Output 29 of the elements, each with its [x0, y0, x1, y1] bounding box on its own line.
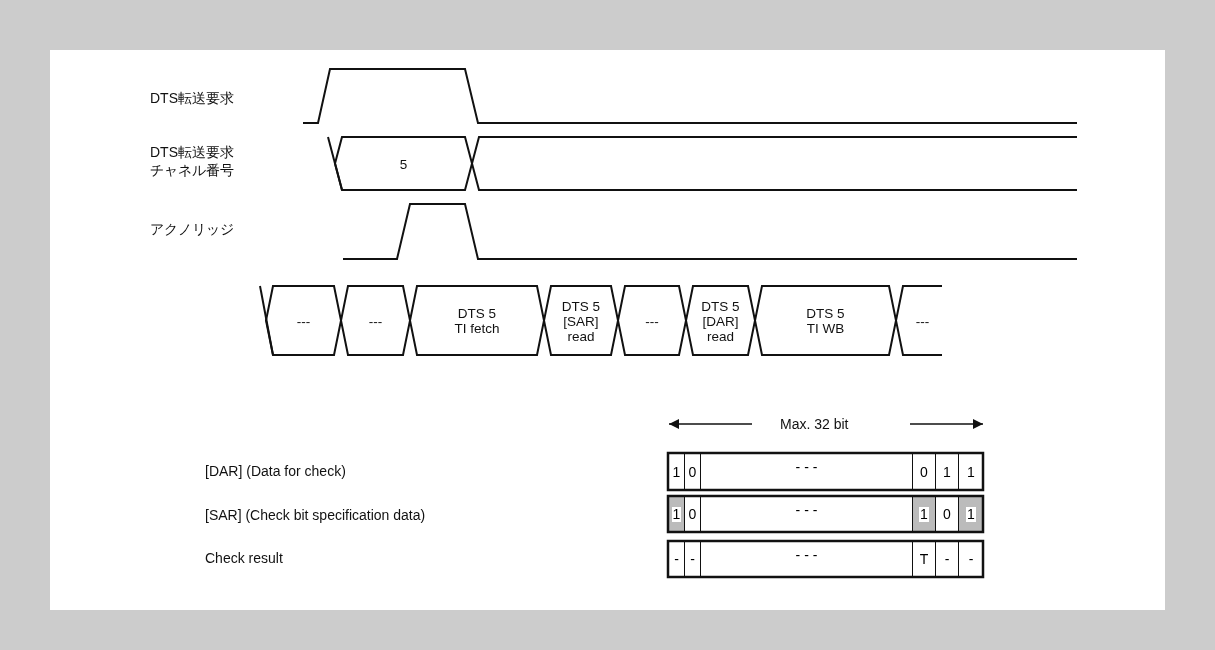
- bus-segment: [266, 286, 341, 355]
- row-label: [DAR] (Data for check): [205, 462, 346, 480]
- bit-value: 1: [671, 506, 682, 522]
- bus-label: DTS 5 [DAR] read: [700, 298, 741, 343]
- signal-name: アクノリッジ: [150, 220, 234, 238]
- signal-name: DTS転送要求チャネル番号: [150, 143, 235, 179]
- bus-label: ---: [644, 313, 660, 328]
- bus-segment: [341, 286, 410, 355]
- signal-name: DTS転送要求: [150, 89, 234, 107]
- bus-segment: [755, 286, 896, 355]
- bus-segment: [472, 137, 1077, 190]
- bus-segment: [618, 286, 686, 355]
- bus-label: ---: [295, 313, 312, 328]
- bus-segment: [335, 137, 472, 190]
- bit-value: 1: [966, 506, 976, 522]
- row-label: [SAR] (Check bit specification data): [205, 506, 426, 524]
- bus-segment: [686, 286, 755, 355]
- bus-label: ---: [914, 313, 931, 328]
- bus-label: ---: [367, 313, 384, 328]
- bus-segment: [544, 286, 618, 355]
- bus-label: 5: [398, 156, 409, 171]
- bus-segment: [896, 286, 942, 355]
- bus-segment: [410, 286, 544, 355]
- bus-label: DTS 5 [SAR] read: [560, 298, 602, 343]
- dimension-text: Max. 32 bit: [780, 415, 849, 433]
- bus-label: DTS 5 TI fetch: [453, 305, 501, 336]
- bit-value: 1: [919, 506, 929, 522]
- bus-label: DTS 5 TI WB: [805, 305, 846, 336]
- row-label: Check result: [205, 549, 283, 567]
